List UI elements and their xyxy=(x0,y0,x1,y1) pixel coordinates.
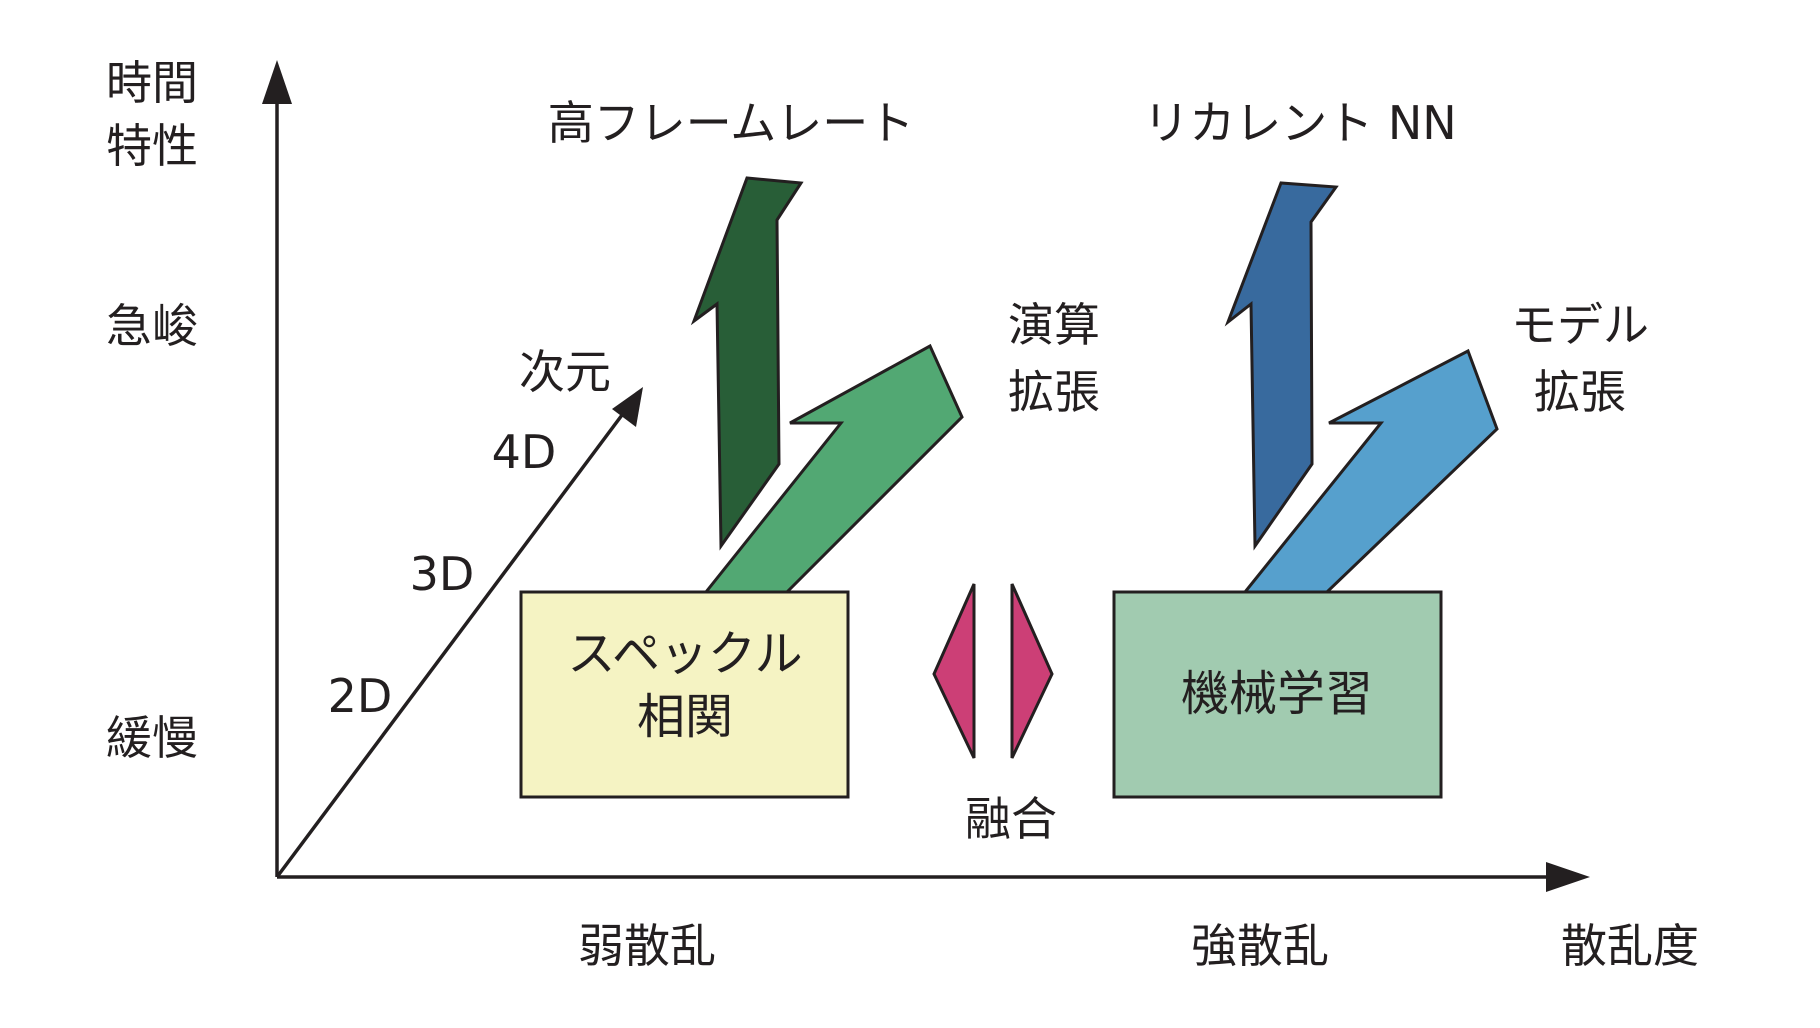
right-group: 機械学習 リカレント NN モデル 拡張 xyxy=(1112,96,1649,799)
depth-tick-2d: 2D xyxy=(328,669,393,723)
depth-tick-3d: 3D xyxy=(410,547,475,601)
left-box-label-line1: スペックル xyxy=(567,626,802,682)
speckle-correlation-box xyxy=(519,590,850,799)
y-axis-title-line1: 時間 xyxy=(106,56,198,110)
depth-axis-title: 次元 xyxy=(519,345,611,399)
x-tick-strong: 強散乱 xyxy=(1191,919,1329,973)
depth-axis-line xyxy=(275,409,627,879)
y-tick-fast: 急峻 xyxy=(106,299,198,353)
right-up-arrow-label: リカレント NN xyxy=(1143,96,1456,150)
y-tick-slow: 緩慢 xyxy=(106,711,198,765)
x-axis-title: 散乱度 xyxy=(1561,919,1699,973)
axes xyxy=(262,60,1590,892)
x-tick-weak: 弱散乱 xyxy=(578,919,716,973)
fusion-label: 融合 xyxy=(965,792,1057,846)
right-diag-arrow-label-line1: モデル xyxy=(1511,298,1649,352)
left-up-arrow-label: 高フレームレート xyxy=(548,96,915,150)
fusion-group: 融合 xyxy=(932,583,1057,846)
depth-tick-4d: 4D xyxy=(492,425,557,479)
left-group: スペックル 相関 高フレームレート 演算 拡張 xyxy=(519,96,1100,799)
left-diag-arrow-label-line2: 拡張 xyxy=(1008,365,1100,419)
y-axis-title-line2: 特性 xyxy=(106,119,198,173)
right-diag-arrow-label-line2: 拡張 xyxy=(1534,365,1626,419)
fusion-left-half-diamond xyxy=(932,583,976,759)
right-up-arrow xyxy=(1224,181,1339,551)
y-axis-arrowhead xyxy=(262,60,292,104)
x-axis-arrowhead xyxy=(1546,862,1590,892)
fusion-right-half-diamond xyxy=(1010,583,1054,759)
left-diag-arrow-label-line1: 演算 xyxy=(1008,298,1100,352)
left-box-label-line2: 相関 xyxy=(637,689,733,745)
machine-learning-box xyxy=(1112,590,1443,799)
left-up-arrow xyxy=(690,176,804,551)
depth-axis-arrowhead xyxy=(612,387,643,427)
right-box-label: 機械学習 xyxy=(1181,666,1373,722)
